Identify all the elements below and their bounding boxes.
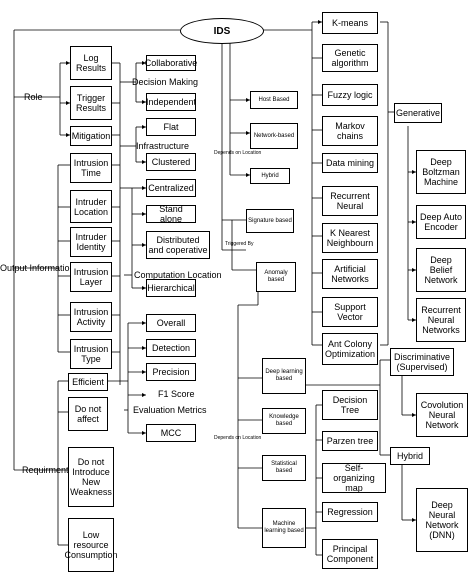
do-not-introduce-new-weakness-node: Do not Introduce New Weakness (68, 447, 114, 507)
anomaly-based-node: Anomaly based (256, 262, 296, 292)
flat-node: Flat (146, 118, 196, 136)
machine-learning-based-node: Machine learning based (262, 508, 306, 548)
precision-node: Precision (146, 363, 196, 381)
fuzzy-logic-node: Fuzzy logic (322, 84, 378, 106)
intrusion-layer-node: Intrusion Layer (70, 262, 112, 292)
overall-node: Overall (146, 314, 196, 332)
recurrent-neural-node: Recurrent Neural (322, 186, 378, 216)
output-information-label: Output Information (0, 263, 75, 273)
efficient-node: Efficient (68, 373, 108, 391)
intrusion-activity-node: Intrusion Activity (70, 302, 112, 332)
intrusion-type-node: Intrusion Type (70, 339, 112, 369)
log-results-node: Log Results (70, 46, 112, 80)
centralized-node: Centralized (146, 179, 196, 197)
independent-node: Independent (146, 93, 196, 111)
mitigation-node: Mitigation (70, 126, 112, 146)
deep-boltzman-machine-node: Deep Boltzman Machine (416, 150, 466, 194)
artificial-networks-node: Artificial Networks (322, 259, 378, 289)
genetic-algorithm-node: Genetic algorithm (322, 44, 378, 72)
decision-making-label: Decision Making (132, 77, 199, 87)
host-based-node: Host Based (250, 91, 298, 109)
support-vector-node: Support Vector (322, 297, 378, 327)
ant-colony-optimization-node: Ant Colony Optimization (322, 333, 378, 365)
depends-on-location-label-1: Depends on Location (214, 150, 262, 156)
collaborative-node: Collaborative (145, 55, 197, 71)
k-means-node: K-means (322, 12, 378, 34)
knowledge-based-node: Knowledge based (262, 408, 306, 434)
computation-location-label: Computation Location (134, 270, 222, 280)
deep-belief-network-node: Deep Belief Network (416, 248, 466, 292)
deep-learning-based-node: Deep learning based (262, 358, 306, 394)
network-based-node: Network-based (250, 123, 298, 149)
intruder-location-node: Intruder Location (70, 190, 112, 223)
discriminative-supervised-node: Discriminative (Supervised) (390, 348, 454, 376)
evaluation-metrics-label: Evaluation Metrics (133, 405, 207, 415)
principal-component-node: Principal Component (322, 539, 378, 569)
hierarchical-node: Hierarchical (146, 279, 196, 297)
convolution-neural-network-node: Covolution Neural Network (416, 393, 468, 437)
infrastructure-label: Infrastructure (136, 141, 190, 151)
generative-node: Generative (394, 103, 442, 123)
trigger-results-node: Trigger Results (70, 86, 112, 120)
stand-alone-node: Stand alone (146, 204, 196, 224)
intruder-identity-node: Intruder Identity (70, 227, 112, 257)
k-nearest-neighbourn-node: K Nearest Neighbourn (322, 223, 378, 253)
triggered-by-label: Triggered By (225, 241, 254, 247)
recurrent-neural-networks-node: Recurrent Neural Networks (416, 298, 466, 342)
statistical-based-node: Statistical based (262, 455, 306, 481)
hybrid-location-node: Hybrid (250, 168, 290, 184)
markov-chains-node: Markov chains (322, 116, 378, 146)
self-organizing-map-node: Self-organizing map (322, 463, 386, 493)
intrusion-time-node: Intrusion Time (70, 153, 112, 183)
signature-based-node: Signature based (246, 209, 294, 233)
deep-auto-encoder-node: Deep Auto Encoder (416, 205, 466, 239)
hybrid-dl-node: Hybrid (390, 447, 430, 465)
depends-on-location-label-2: Depends on Location (214, 435, 262, 441)
decision-tree-node: Decision Tree (322, 390, 378, 420)
role-label: Role (24, 92, 43, 102)
clustered-node: Clustered (146, 153, 196, 171)
data-mining-node: Data mining (322, 153, 378, 173)
detection-node: Detection (146, 339, 196, 357)
f1-score-label: F1 Score (158, 389, 195, 399)
mcc-node: MCC (146, 424, 196, 442)
deep-neural-network-dnn-node: Deep Neural Network (DNN) (416, 488, 468, 552)
distributed-and-coperative-node: Distributed and coperative (146, 231, 210, 259)
parzen-tree-node: Parzen tree (322, 431, 378, 451)
requirements-label: Requirments (22, 465, 74, 475)
low-resource-consumption-node: Low resource Consumption (64, 518, 118, 572)
regression-node: Regression (322, 502, 378, 522)
ids-root-node: IDS (180, 18, 264, 44)
do-not-affect-node: Do not affect (68, 397, 108, 431)
